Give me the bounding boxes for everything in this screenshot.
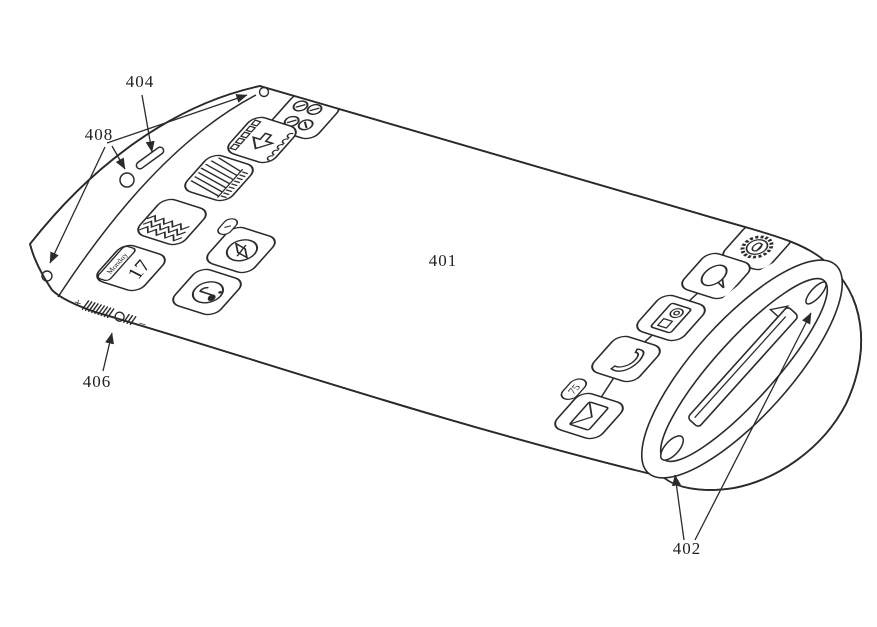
speaker-oval-bottom: [659, 435, 685, 461]
app-icon-calendar[interactable]: Monday 17: [92, 243, 170, 293]
front-camera-hole: [119, 172, 135, 188]
compass-badge: [217, 218, 239, 236]
device-outline-restroke: [29, 85, 863, 491]
label-404: 404: [126, 72, 155, 91]
app-icon-weave[interactable]: [133, 197, 211, 247]
endcap-slot: [688, 305, 798, 427]
dock-icon-mail[interactable]: 75: [535, 377, 635, 441]
leader-line-408-left: [49, 146, 106, 264]
leader-line-408-top: [106, 94, 248, 144]
app-icon-compass[interactable]: [193, 217, 284, 275]
leader-line-402-top: [694, 312, 812, 541]
app-icon-blinds[interactable]: [180, 153, 258, 203]
glass-fold-line: [57, 94, 257, 298]
label-401: 401: [429, 251, 458, 270]
leader-line-404: [141, 94, 155, 153]
mail-badge: 75: [560, 378, 588, 400]
dock-icon-chat[interactable]: [677, 251, 755, 301]
dock-icon-phone[interactable]: [587, 334, 665, 384]
earpiece-slot: [135, 146, 165, 170]
app-icon-film[interactable]: [223, 115, 301, 165]
dock-icon-camera[interactable]: [632, 293, 710, 343]
label-406: 406: [83, 372, 112, 391]
leader-line-402-bottom: [671, 474, 685, 541]
app-icon-music[interactable]: [168, 267, 246, 317]
speaker-oval-top: [805, 281, 827, 305]
label-408: 408: [85, 125, 114, 144]
label-402: 402: [673, 539, 702, 558]
leader-line-406: [102, 332, 114, 372]
leader-line-408-camera: [111, 145, 126, 170]
